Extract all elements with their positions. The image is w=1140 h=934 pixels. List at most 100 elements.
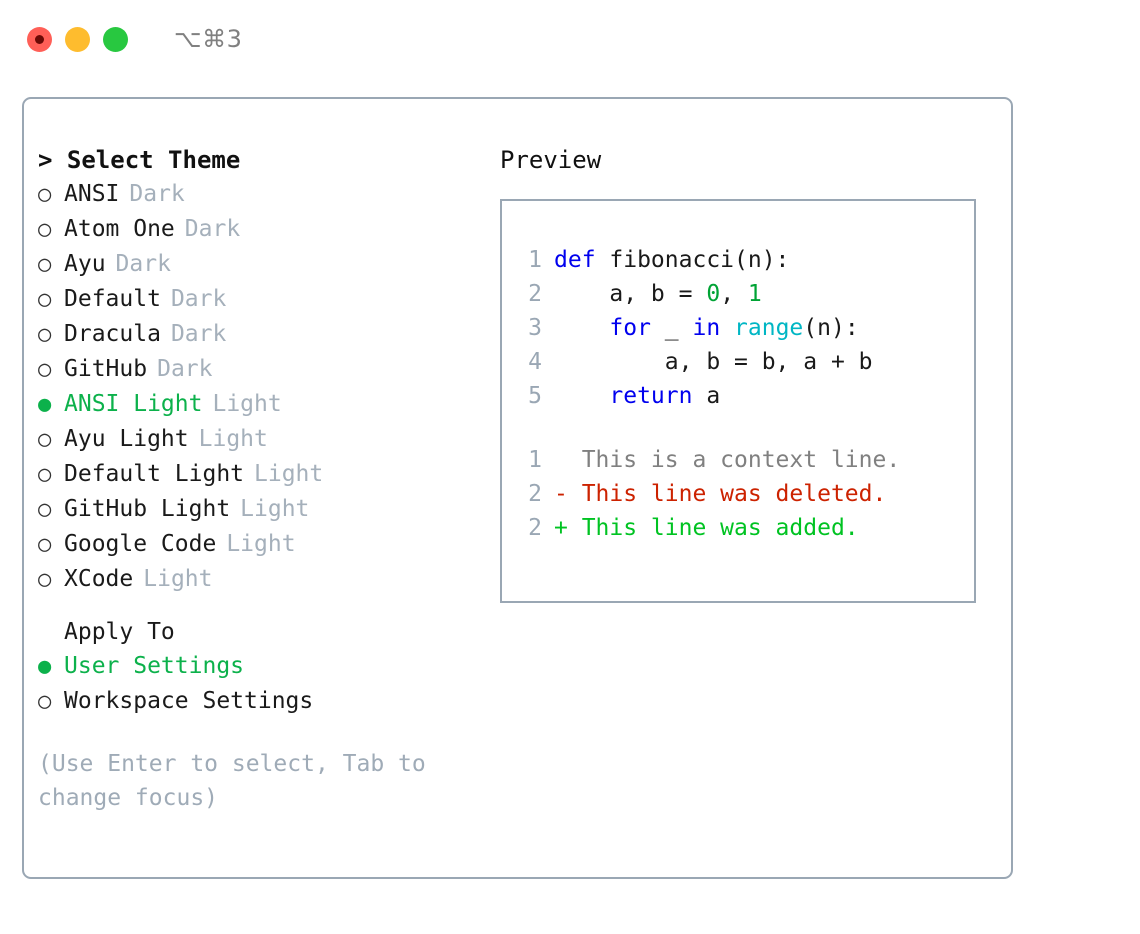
apply-to-option-list[interactable]: ● User Settings ○ Workspace Settings xyxy=(38,649,488,719)
apply-to-option-user-settings[interactable]: ● User Settings xyxy=(38,649,488,684)
theme-option-name: Default Light xyxy=(64,461,245,487)
theme-option-name: ANSI Light xyxy=(64,391,203,417)
select-theme-heading: > Select Theme xyxy=(38,146,241,174)
keyboard-hint-text: (Use Enter to select, Tab to change focu… xyxy=(38,751,426,811)
diff-line-text: + This line was added. xyxy=(554,515,859,541)
radio-unselected-icon: ○ xyxy=(38,357,52,382)
code-token-id xyxy=(554,315,609,341)
radio-unselected-icon: ○ xyxy=(38,182,52,207)
diff-line-add: 2 + This line was added. xyxy=(518,511,968,545)
theme-option-name: Default xyxy=(64,286,161,312)
code-line: 1 def fibonacci(n): xyxy=(518,243,968,277)
code-line-number: 2 xyxy=(528,281,542,307)
apply-to-option-workspace-settings[interactable]: ○ Workspace Settings xyxy=(38,684,488,719)
radio-unselected-icon: ○ xyxy=(38,532,52,557)
theme-option-name: XCode xyxy=(64,566,134,592)
code-token-id: a xyxy=(692,383,721,409)
keyboard-shortcut-label: ⌥⌘3 xyxy=(174,25,243,53)
code-token-id xyxy=(720,315,734,341)
code-line: 5 return a xyxy=(518,379,968,413)
diff-line-text: - This line was deleted. xyxy=(554,481,887,507)
code-token-id xyxy=(554,383,609,409)
theme-option-name: Ayu xyxy=(64,251,106,277)
maximize-button[interactable] xyxy=(103,26,128,52)
theme-option-google-code[interactable]: ○ Google Code Light xyxy=(38,527,488,562)
theme-option-ayu[interactable]: ○ Ayu Dark xyxy=(38,247,488,282)
code-line-text: for _ in range(n): xyxy=(554,311,859,345)
theme-option-ansi[interactable]: ○ ANSI Dark xyxy=(38,177,488,212)
code-line: 3 for _ in range(n): xyxy=(518,311,968,345)
diff-line-number: 2 xyxy=(528,515,542,541)
theme-option-category: Dark xyxy=(157,356,213,382)
preview-heading: Preview xyxy=(500,146,602,174)
theme-option-xcode[interactable]: ○ XCode Light xyxy=(38,562,488,597)
theme-option-name: Google Code xyxy=(64,531,217,557)
apply-to-option-label: User Settings xyxy=(64,653,245,679)
diff-line-del: 2 - This line was deleted. xyxy=(518,477,968,511)
diff-line-number: 2 xyxy=(528,481,542,507)
apply-to-heading: Apply To xyxy=(64,619,175,645)
theme-option-category: Dark xyxy=(170,321,227,347)
code-line-text: a, b = 0, 1 xyxy=(554,277,762,311)
code-token-id: (n): xyxy=(803,315,859,341)
recording-indicator-icon xyxy=(35,34,44,44)
theme-option-category: Dark xyxy=(115,251,171,277)
theme-option-category: Dark xyxy=(170,286,227,312)
theme-option-dracula[interactable]: ○ Dracula Dark xyxy=(38,317,488,352)
theme-option-category: Dark xyxy=(129,181,185,207)
apply-to-option-label: Workspace Settings xyxy=(64,688,314,714)
code-token-id: a, b = xyxy=(554,281,707,307)
theme-option-name: Dracula xyxy=(64,321,161,347)
code-token-kw: return xyxy=(609,383,693,409)
theme-option-category: Light xyxy=(143,566,213,592)
radio-unselected-icon: ○ xyxy=(38,689,52,714)
close-button[interactable] xyxy=(27,26,52,52)
code-token-fn: range xyxy=(734,315,804,341)
theme-option-ayu-light[interactable]: ○ Ayu Light Light xyxy=(38,422,488,457)
diff-line-text: This is a context line. xyxy=(554,447,901,473)
code-token-num: 0 xyxy=(706,281,721,307)
diff-line-number: 1 xyxy=(528,447,542,473)
theme-option-default-light[interactable]: ○ Default Light Light xyxy=(38,457,488,492)
code-token-kw: in xyxy=(692,315,721,341)
code-token-id: _ xyxy=(650,315,693,341)
code-line: 2 a, b = 0, 1 xyxy=(518,277,968,311)
radio-unselected-icon: ○ xyxy=(38,252,52,277)
theme-option-category: Light xyxy=(198,426,268,452)
code-token-id: , xyxy=(720,281,748,307)
theme-option-name: ANSI xyxy=(64,181,120,207)
radio-unselected-icon: ○ xyxy=(38,462,52,487)
code-token-kw: def xyxy=(554,247,596,273)
code-diff-separator xyxy=(518,413,968,443)
theme-option-category: Light xyxy=(254,461,324,487)
theme-option-category: Dark xyxy=(184,216,241,242)
window-titlebar: ⌥⌘3 xyxy=(0,0,1140,78)
radio-unselected-icon: ○ xyxy=(38,567,52,592)
theme-option-name: Atom One xyxy=(64,216,175,242)
radio-unselected-icon: ○ xyxy=(38,427,52,452)
radio-selected-icon: ● xyxy=(38,392,52,417)
radio-unselected-icon: ○ xyxy=(38,497,52,522)
code-token-num: 1 xyxy=(747,281,762,307)
radio-selected-icon: ● xyxy=(38,654,52,679)
code-line-text: def fibonacci(n): xyxy=(554,243,789,277)
theme-option-name: Ayu Light xyxy=(64,426,189,452)
radio-unselected-icon: ○ xyxy=(38,322,52,347)
diff-line-list: 1 This is a context line. 2 - This line wa… xyxy=(518,443,968,545)
code-line-number: 1 xyxy=(528,247,542,273)
theme-option-category: Light xyxy=(226,531,296,557)
minimize-button[interactable] xyxy=(65,26,90,52)
